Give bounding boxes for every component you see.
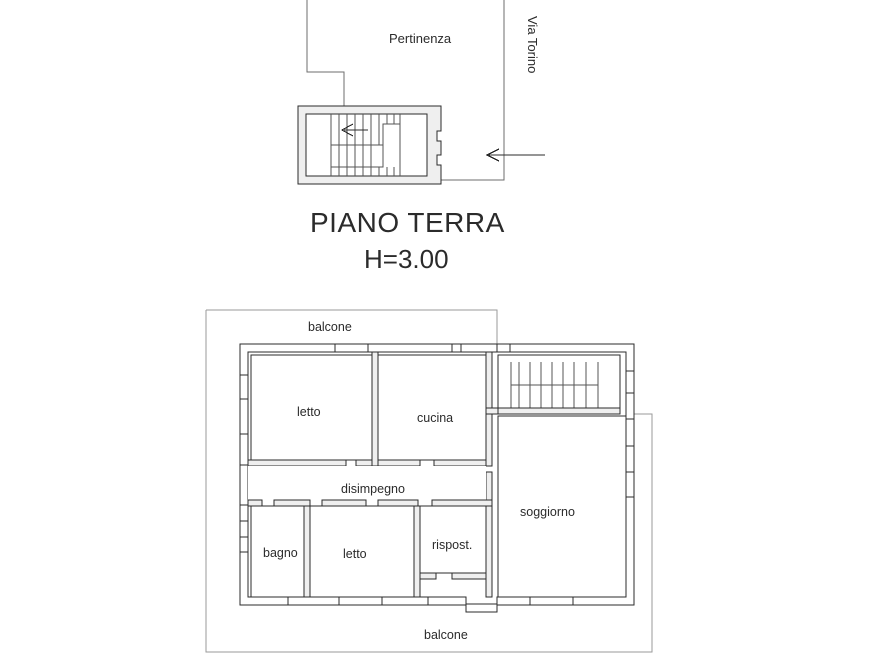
pertinenza-label: Pertinenza bbox=[389, 31, 452, 46]
balcone-top-label: balcone bbox=[308, 320, 352, 334]
balcony-outline bbox=[205, 309, 653, 653]
pertinenza-boundary bbox=[306, 0, 345, 106]
room-label-cucina: cucina bbox=[417, 411, 454, 425]
room-letto-2 bbox=[309, 505, 421, 598]
lower-staircase-block bbox=[485, 354, 621, 415]
window-openings-right bbox=[626, 370, 634, 498]
window-openings-top bbox=[334, 344, 511, 352]
via-torino-label: Via Torino bbox=[525, 16, 540, 74]
balcone-bottom-label: balcone bbox=[424, 628, 468, 642]
room-ripostiglio bbox=[419, 505, 487, 605]
room-label-disimpegno: disimpegno bbox=[341, 482, 405, 496]
room-cucina bbox=[377, 351, 493, 467]
via-torino-line bbox=[440, 0, 505, 181]
room-label-letto-2: letto bbox=[343, 547, 367, 561]
room-letto-1 bbox=[247, 351, 379, 467]
room-label-bagno: bagno bbox=[263, 546, 298, 560]
room-label-letto-1: letto bbox=[297, 405, 321, 419]
room-label-ripostiglio: rispost. bbox=[432, 538, 473, 552]
entrance-arrow-icon bbox=[485, 148, 545, 162]
stair-direction-arrow-icon bbox=[340, 123, 368, 137]
window-openings-left bbox=[240, 374, 248, 553]
window-openings-bottom bbox=[287, 597, 574, 605]
piano-terra-height: H=3.00 bbox=[364, 244, 449, 274]
piano-terra-title: PIANO TERRA bbox=[310, 207, 505, 238]
room-label-soggiorno: soggiorno bbox=[520, 505, 575, 519]
